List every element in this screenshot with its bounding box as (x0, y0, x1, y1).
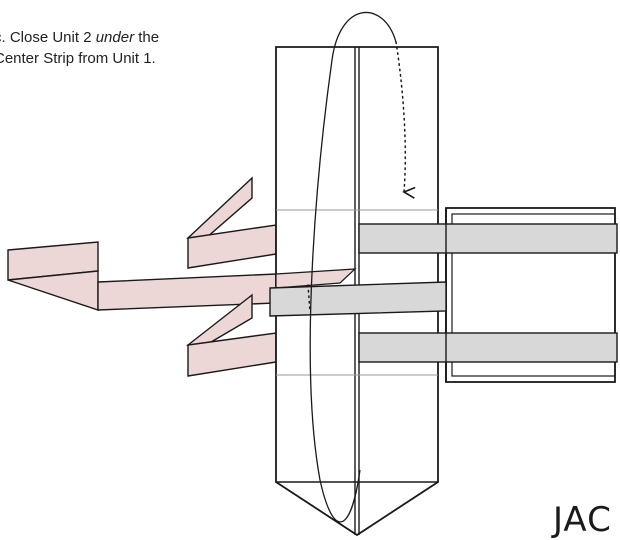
unit-2-strips (7, 176, 277, 377)
gray-strip-center (269, 281, 447, 317)
fold-loop (309, 11, 397, 523)
gray-strip-top (358, 223, 618, 254)
caption-line-1: c. Close Unit 2 under the (0, 27, 159, 48)
fold-dotted-back (307, 284, 311, 313)
instruction-caption: c. Close Unit 2 under the Center Strip f… (0, 27, 159, 69)
fold-dotted-path (395, 41, 405, 192)
gray-strips (269, 223, 618, 363)
caption-text-end: the (134, 29, 160, 46)
caption-text-start: c. Close Unit 2 (0, 29, 96, 46)
gray-strip-bottom (358, 332, 618, 363)
caption-emphasis: under (95, 29, 135, 46)
pink-strip-upper-diagonal (186, 176, 253, 239)
fold-arrow (307, 11, 405, 523)
caption-line-2: Center Strip from Unit 1. (0, 50, 156, 67)
signature: JAC (553, 500, 612, 540)
pink-strip-tab (275, 268, 357, 289)
